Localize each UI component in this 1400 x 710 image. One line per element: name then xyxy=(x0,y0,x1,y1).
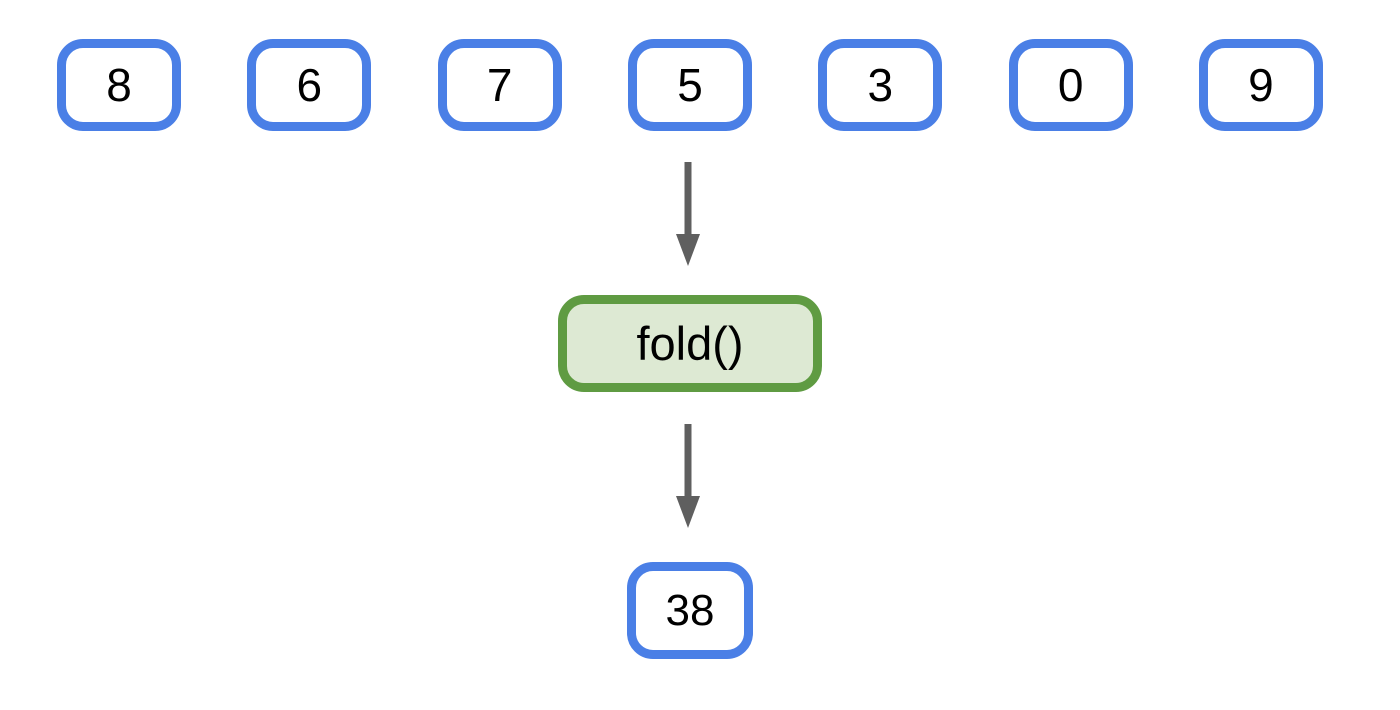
value-box: 6 xyxy=(247,39,372,131)
value-box-label: 7 xyxy=(486,59,513,111)
value-box: 7 xyxy=(437,39,562,131)
value-box-label: 6 xyxy=(296,59,323,111)
down-arrow-icon xyxy=(673,424,703,528)
value-box-label: 5 xyxy=(677,59,703,111)
value-box: 5 xyxy=(627,39,752,131)
input-values-row: 8 6 7 5 3 0 9 xyxy=(57,39,1323,131)
value-box-label: 9 xyxy=(1248,59,1274,111)
result-box-label: 38 xyxy=(665,585,715,635)
value-box: 9 xyxy=(1198,39,1323,131)
value-box-label: 3 xyxy=(867,59,894,111)
value-box: 8 xyxy=(57,39,181,131)
value-box-label: 8 xyxy=(106,59,132,111)
result-box: 38 xyxy=(627,562,753,659)
value-box: 3 xyxy=(818,39,943,131)
value-box: 0 xyxy=(1008,39,1133,131)
fold-operation-label: fold() xyxy=(636,317,744,370)
value-box-label: 0 xyxy=(1057,59,1084,111)
down-arrow-icon xyxy=(673,162,703,266)
fold-operation-box: fold() xyxy=(558,295,822,392)
